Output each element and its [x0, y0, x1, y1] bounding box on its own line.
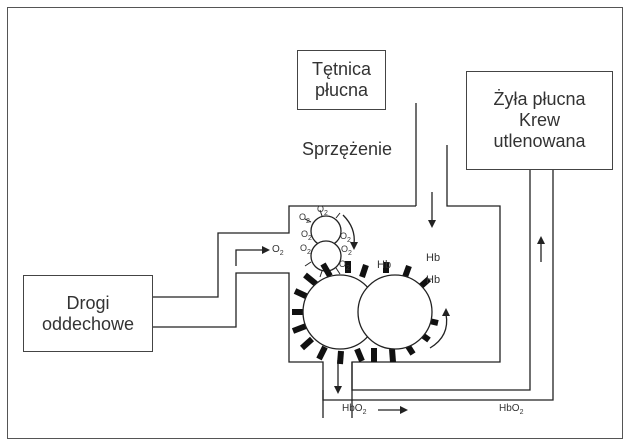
airways-line-2: oddechowe	[42, 314, 134, 334]
vein-line-2: Krew	[519, 110, 560, 130]
o2-molecule: O2	[317, 204, 328, 217]
artery-box: Tętnica płucna	[297, 50, 386, 110]
artery-line-2: płucna	[315, 80, 368, 100]
hbo2-right-label: HbO2	[499, 403, 523, 416]
o2-inflow-arrow	[236, 250, 262, 266]
o2-inflow-label: O2	[272, 244, 284, 257]
o2-molecule: O2	[339, 259, 350, 272]
hb-inflow-label-1: Hb	[426, 252, 440, 264]
vein-line-3: utlenowana	[493, 131, 585, 151]
airways-box: Drogi oddechowe	[23, 275, 153, 352]
hb-inflow-label-2: Hb	[426, 274, 440, 286]
vein-line-1: Żyła płucna	[493, 89, 585, 109]
o2-molecule: O2	[340, 231, 351, 244]
o2-molecule: O2	[341, 244, 352, 257]
hbo2-right-arrowhead	[400, 406, 408, 414]
airways-line-1: Drogi	[66, 293, 109, 313]
hb-top-label: Hb	[377, 259, 391, 271]
vein-arrowhead	[537, 236, 545, 244]
hbo2-down-arrowhead	[334, 386, 342, 394]
big-cell-curve-arrowhead	[442, 308, 450, 316]
o2-molecule: O2	[300, 243, 311, 256]
big-cell-right	[358, 275, 432, 349]
vein-box: Żyła płucna Krew utlenowana	[466, 71, 613, 170]
artery-arrowhead	[428, 220, 436, 228]
o2-arrowhead	[262, 246, 270, 254]
artery-line-1: Tętnica	[312, 59, 371, 79]
coupling-label: Sprzężenie	[302, 139, 392, 160]
hbo2-left-label: HbO2	[342, 403, 366, 416]
o2-molecule: O2	[299, 212, 310, 225]
o2-molecule: O2	[301, 229, 312, 242]
